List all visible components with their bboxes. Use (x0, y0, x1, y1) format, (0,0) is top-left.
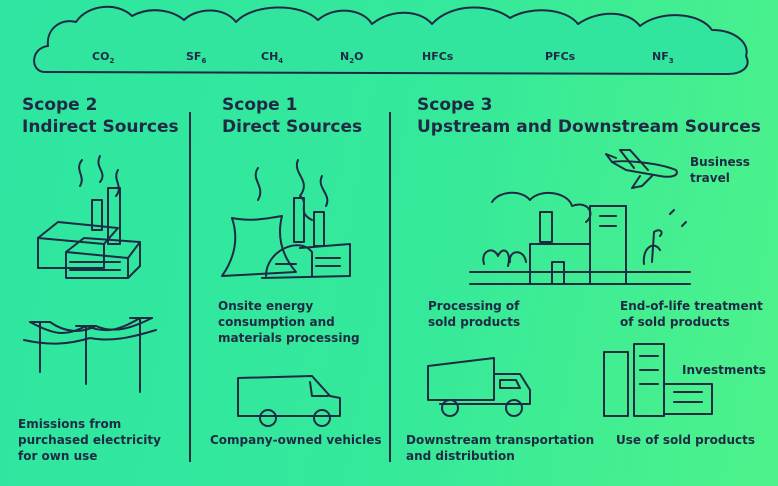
dump-truck-icon (427, 357, 531, 417)
end-of-life-label: End-of-life treatment of sold products (620, 299, 763, 329)
gas-pfcs: PFCs (545, 50, 576, 63)
processing-label: Processing of sold products (428, 299, 521, 329)
gas-hfcs: HFCs (422, 50, 454, 63)
gas-sf6: SF6 (186, 50, 207, 66)
investment-buildings-icon (603, 343, 713, 417)
gas-co2: CO2 (92, 50, 115, 66)
scope1-vehicles-label: Company-owned vehicles (210, 433, 382, 447)
power-plant-icon (221, 159, 351, 279)
business-travel-label: Business travel (690, 155, 750, 185)
processing-plant-icon (469, 191, 691, 285)
transport-label: Downstream transportation and distributi… (406, 433, 595, 463)
scope2-label: Emissions from purchased electricity for… (18, 417, 161, 463)
divider-right (389, 112, 391, 462)
power-lines-icon (23, 317, 157, 393)
airplane-icon (605, 149, 678, 189)
scope1-energy-label: Onsite energy consumption and materials … (218, 299, 360, 345)
gas-ch4: CH4 (261, 50, 284, 66)
van-icon (237, 375, 341, 427)
investments-label: Investments (682, 363, 766, 377)
gas-n2o: N2O (340, 50, 364, 66)
divider-left (189, 112, 191, 462)
gas-nf3: NF3 (652, 50, 674, 66)
factory-icon (37, 155, 141, 279)
use-label: Use of sold products (616, 433, 755, 447)
